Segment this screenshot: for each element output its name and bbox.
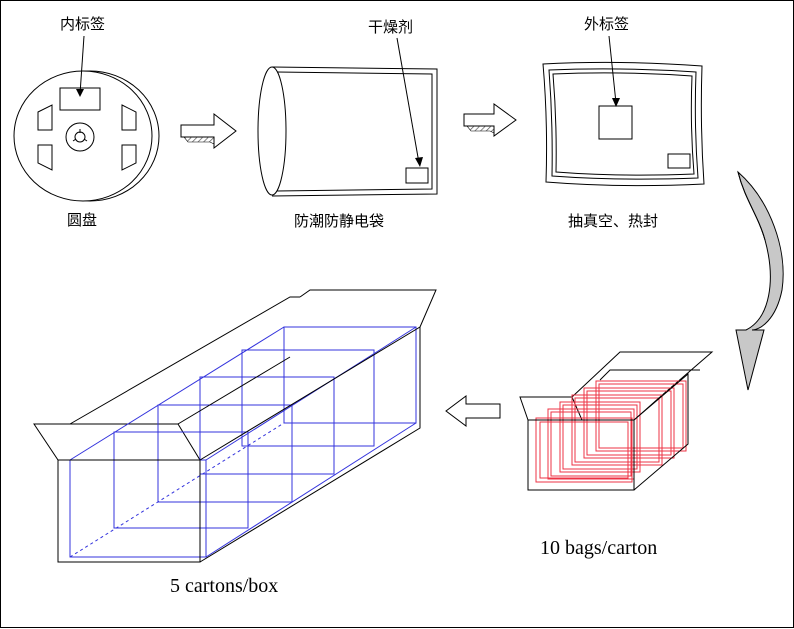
reel-caption: 圆盘	[67, 211, 97, 229]
carton-illustration	[519, 351, 714, 491]
curved-down-arrow-icon	[735, 170, 784, 391]
bag-caption: 防潮防静电袋	[294, 212, 384, 230]
master-box-illustration	[33, 289, 437, 563]
vacuum-seal-caption: 抽真空、热封	[568, 212, 658, 230]
desiccant-text: 干燥剂	[368, 18, 413, 36]
bags-per-carton-caption: 10 bags/carton	[540, 537, 657, 559]
inner-label-text: 内标签	[60, 15, 105, 33]
step-arrow-2	[463, 103, 517, 137]
step-arrow-1	[180, 112, 237, 150]
inner-label-callout: 内标签	[60, 15, 105, 97]
cartons-per-box-caption: 5 cartons/box	[170, 575, 278, 597]
outer-label-text: 外标签	[584, 15, 629, 33]
sealed-bag-illustration	[542, 61, 705, 187]
return-arrow-icon	[445, 395, 501, 427]
carton-bags	[535, 380, 687, 483]
desiccant-callout: 干燥剂	[368, 18, 423, 167]
outer-label-callout: 外标签	[584, 15, 629, 107]
box-cartons	[69, 326, 417, 558]
reel-illustration	[13, 70, 160, 202]
moisture-bag-illustration	[257, 66, 438, 197]
